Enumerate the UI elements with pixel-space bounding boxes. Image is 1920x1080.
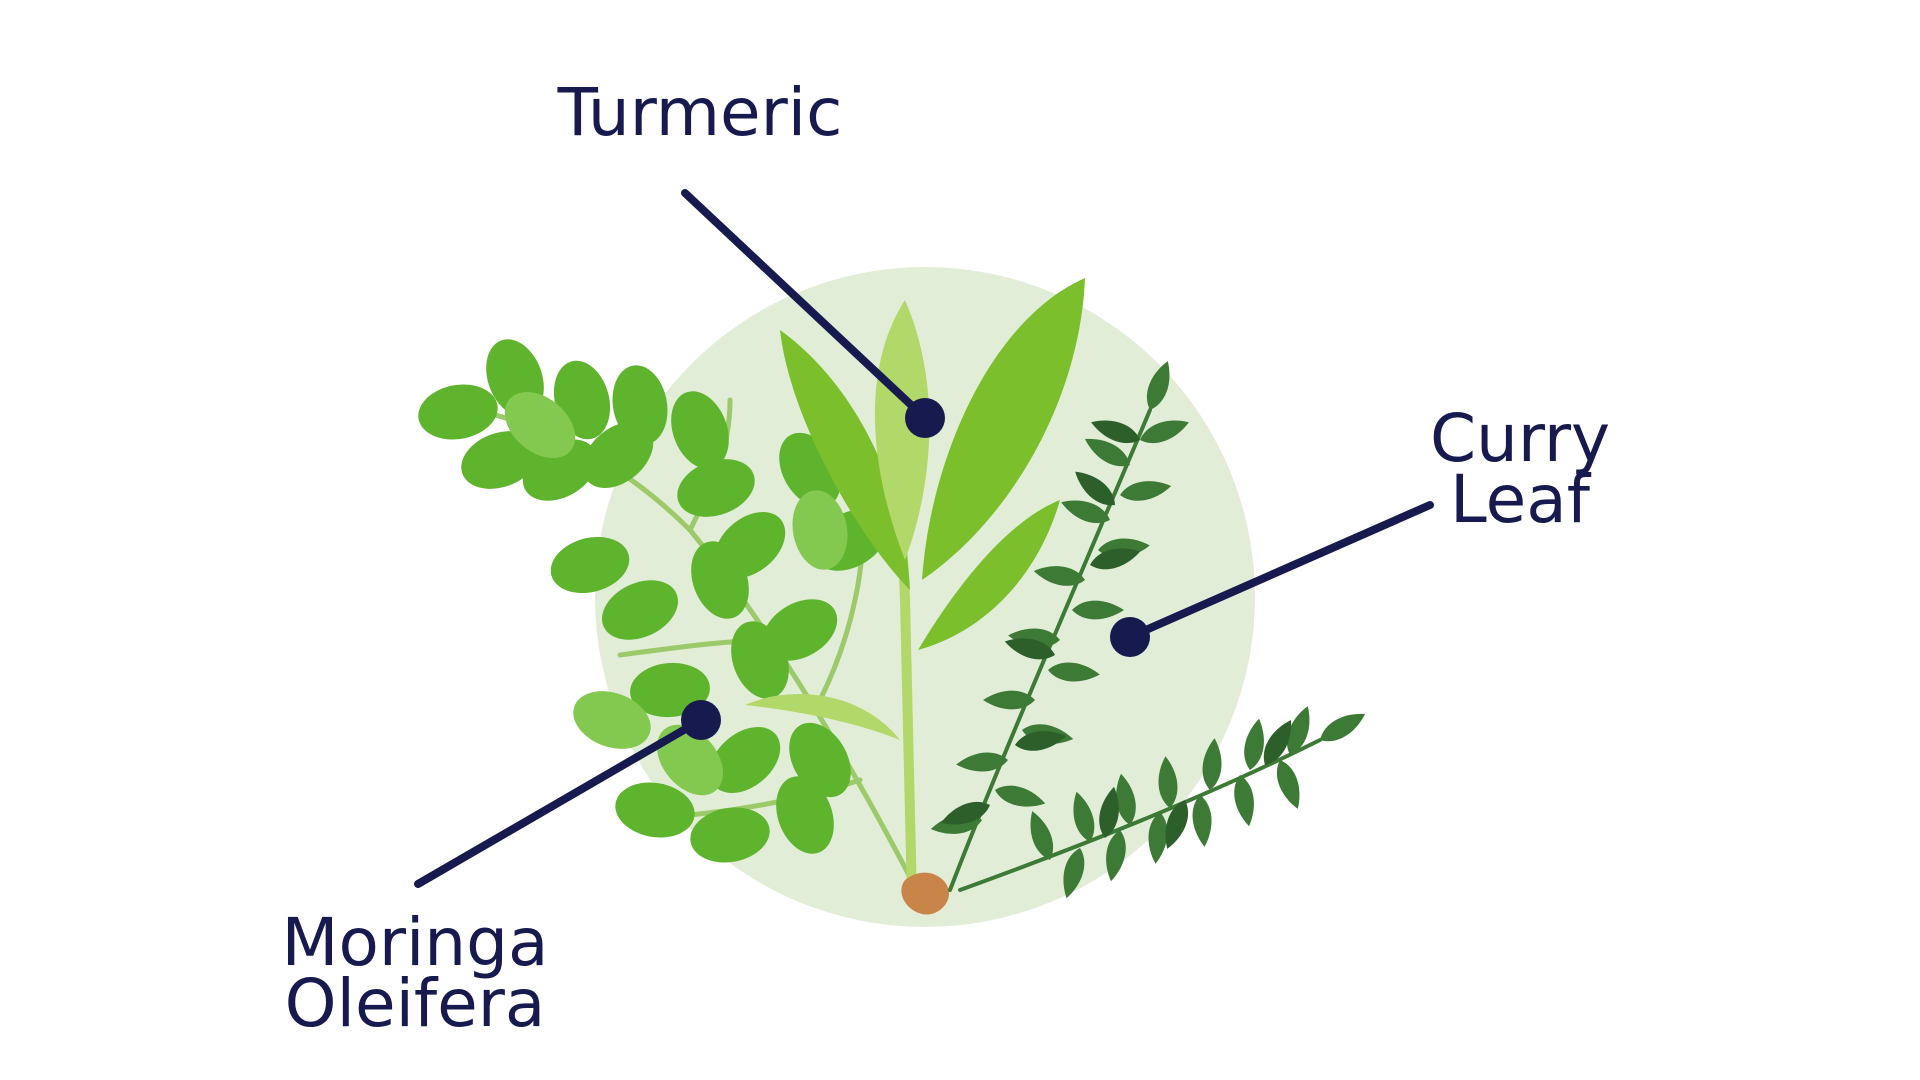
label-curry-leaf-line-1: Curry bbox=[1429, 400, 1611, 477]
label-moringa-line-1: Moringa bbox=[281, 904, 549, 981]
pointer-moringa bbox=[414, 700, 721, 888]
label-turmeric: Turmeric bbox=[540, 74, 860, 151]
pointer-dot-turmeric bbox=[905, 398, 945, 438]
label-moringa-line-2: Oleifera bbox=[284, 965, 546, 1042]
label-curry-leaf-line-2: Leaf bbox=[1450, 461, 1590, 538]
label-curry-leaf: Curry Leaf bbox=[1420, 400, 1620, 538]
pointer-turmeric bbox=[681, 189, 945, 438]
pointer-dot-moringa bbox=[681, 700, 721, 740]
curry-leaf-icon bbox=[929, 357, 1370, 901]
pointer-curry-leaf bbox=[1110, 501, 1434, 657]
turmeric-plant-icon bbox=[745, 278, 1085, 915]
label-turmeric-line: Turmeric bbox=[557, 74, 843, 151]
pointer-dot-curry-leaf bbox=[1110, 617, 1150, 657]
label-moringa: Moringa Oleifera bbox=[270, 904, 560, 1042]
